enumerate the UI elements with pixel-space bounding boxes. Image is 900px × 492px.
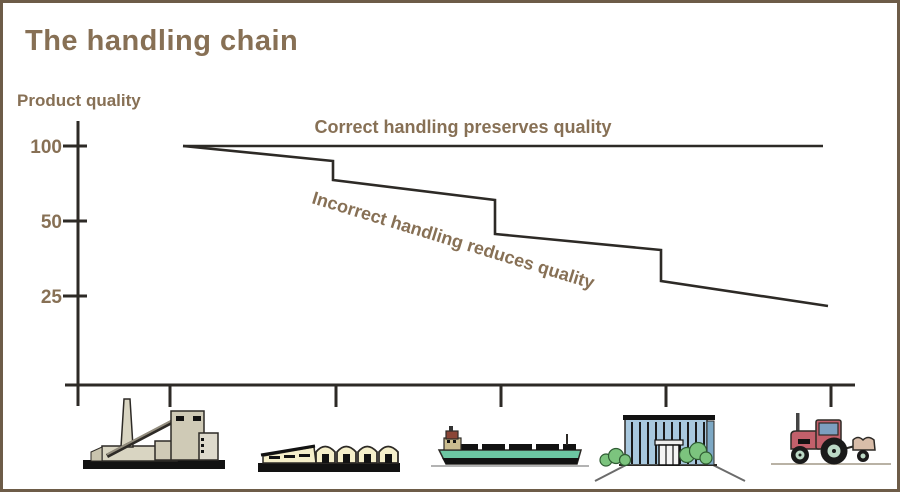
y-axis-title: Product quality bbox=[17, 91, 141, 110]
packing-house-icon bbox=[83, 398, 225, 469]
farm-tractor-icon bbox=[771, 413, 891, 465]
correct-handling-annotation: Correct handling preserves quality bbox=[314, 117, 611, 137]
y-tick-label-100: 100 bbox=[30, 137, 62, 158]
bushes-left bbox=[599, 447, 632, 467]
y-tick-label-50: 50 bbox=[41, 212, 62, 233]
storage-warehouse-icon bbox=[258, 444, 400, 472]
axes bbox=[63, 121, 855, 407]
market-building-icon bbox=[594, 415, 746, 482]
handling-chain-chart: 100 50 25 Correct handling preserves qua… bbox=[30, 117, 891, 482]
y-tick-labels: 100 50 25 bbox=[30, 137, 62, 308]
cargo-ship-icon bbox=[431, 426, 589, 467]
incorrect-handling-line bbox=[182, 144, 829, 308]
page-title: The handling chain bbox=[25, 25, 299, 57]
bushes-right bbox=[678, 441, 713, 465]
y-tick-label-25: 25 bbox=[41, 287, 63, 308]
